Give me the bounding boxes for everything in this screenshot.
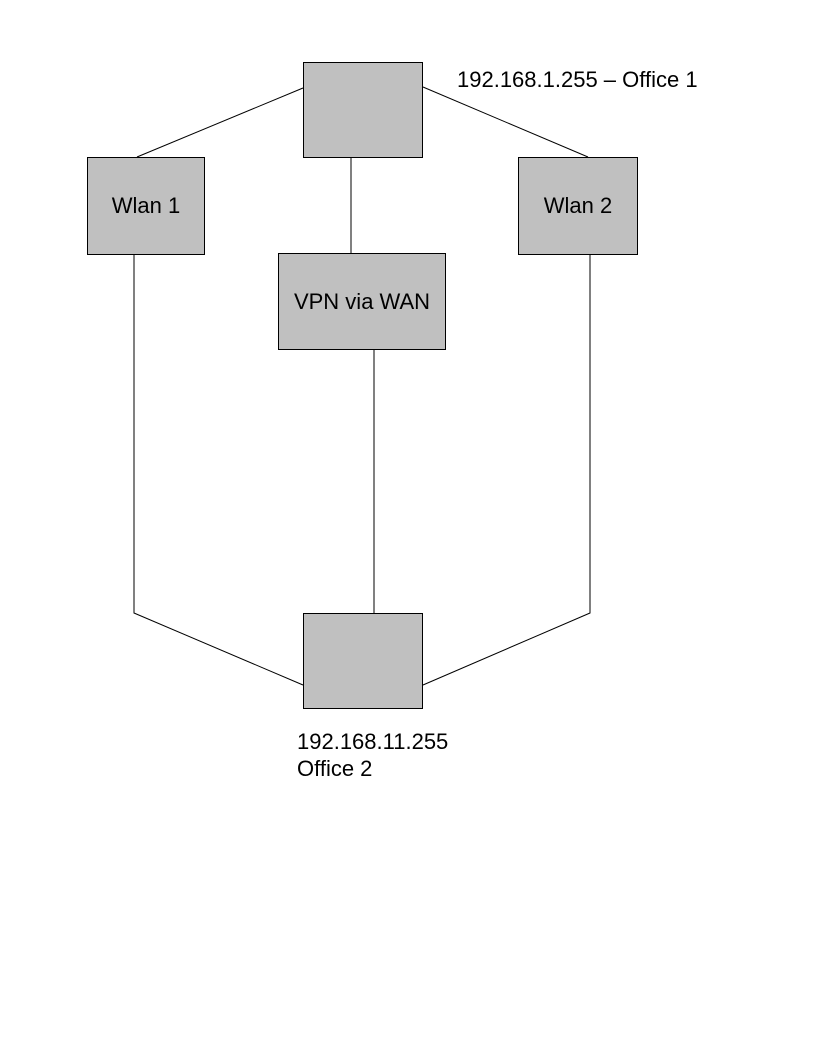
- connector-office1-wlan2: [422, 86, 589, 158]
- wlan2-node-label: Wlan 2: [543, 193, 613, 218]
- vpn-node: VPN via WAN: [278, 253, 446, 350]
- office1-subnet-label: 192.168.1.255 – Office 1: [457, 67, 698, 92]
- office2-router-node: [303, 613, 423, 709]
- office2-subnet-label: 192.168.11.255 Office 2: [297, 728, 448, 782]
- connector-office1-wlan1: [136, 87, 304, 158]
- wlan1-node: Wlan 1: [87, 157, 205, 255]
- vpn-node-label: VPN via WAN: [293, 288, 431, 314]
- office2-subnet-ip: 192.168.11.255: [297, 729, 449, 754]
- connector-wlan1-office2: [133, 255, 304, 686]
- office1-router-node: [303, 62, 423, 158]
- wlan1-node-label: Wlan 1: [111, 193, 181, 218]
- connector-wlan2-office2: [422, 255, 591, 686]
- office2-subnet-name: Office 2: [297, 756, 373, 781]
- wlan2-node: Wlan 2: [518, 157, 638, 255]
